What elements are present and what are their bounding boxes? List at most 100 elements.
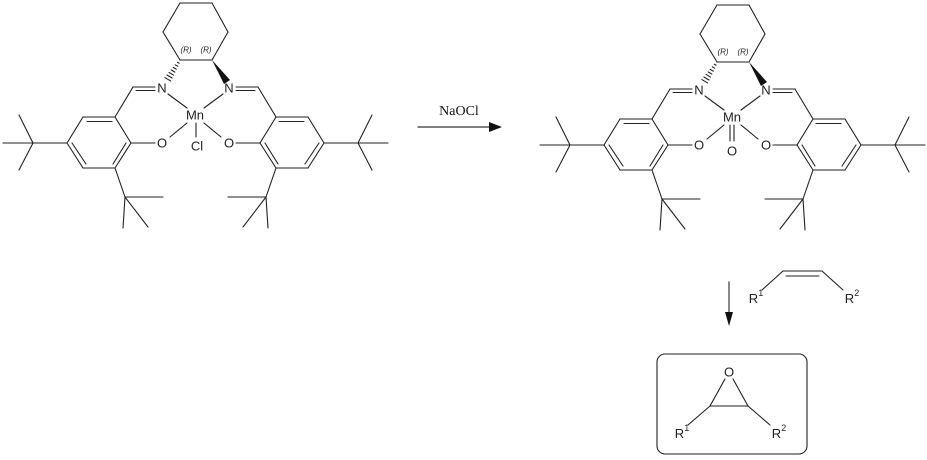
aromatic-double-bond bbox=[649, 144, 664, 167]
hashed-bond-segment bbox=[164, 77, 172, 82]
aromatic-bond bbox=[259, 142, 277, 169]
arrow-head-icon bbox=[489, 122, 502, 132]
aromatic-bond bbox=[603, 118, 621, 146]
bond bbox=[18, 114, 34, 144]
hashed-bond-segment bbox=[705, 73, 712, 78]
hashed-bond-segment bbox=[703, 76, 710, 81]
bond bbox=[357, 114, 373, 144]
bond bbox=[794, 88, 814, 120]
n-mn-bond bbox=[203, 93, 224, 109]
oxo-ligand: O bbox=[727, 144, 737, 159]
aromatic-bond bbox=[651, 144, 669, 171]
bond bbox=[651, 88, 671, 120]
aromatic-bond bbox=[66, 116, 84, 144]
bond bbox=[747, 405, 771, 426]
substituent-r1: R1 bbox=[749, 288, 763, 306]
cyclohexane-bond bbox=[162, 2, 181, 33]
aromatic-double-bond bbox=[801, 144, 816, 167]
hashed-bond-segment bbox=[166, 74, 173, 79]
bond bbox=[661, 198, 686, 230]
bond bbox=[761, 270, 784, 291]
cyclohexane-bond bbox=[699, 33, 718, 63]
arrow-head-icon bbox=[725, 312, 733, 326]
reaction-arrow-naocl: NaOCl bbox=[417, 104, 502, 132]
aromatic-bond bbox=[307, 116, 325, 144]
hashed-bond-segment bbox=[709, 68, 714, 72]
manganese-center: Mn bbox=[723, 110, 741, 125]
epoxide-product-box: O R1 R2 bbox=[656, 353, 808, 455]
bond bbox=[18, 142, 34, 171]
aromatic-bond bbox=[114, 116, 132, 144]
bond bbox=[124, 196, 149, 228]
bond bbox=[779, 198, 804, 230]
aromatic-bond bbox=[796, 118, 814, 146]
substituent-r2: R2 bbox=[845, 288, 859, 306]
bond bbox=[732, 378, 749, 407]
aromatic-double-bond bbox=[71, 142, 87, 165]
bond bbox=[894, 144, 910, 173]
bond bbox=[265, 167, 277, 198]
stereocenter-label: (R) bbox=[200, 46, 211, 55]
imine-nitrogen-right: N bbox=[224, 81, 233, 96]
aromatic-bond bbox=[114, 142, 132, 169]
cyclohexane-bond bbox=[748, 4, 766, 35]
n-mn-bond bbox=[167, 93, 188, 109]
hashed-bond-segment bbox=[713, 63, 717, 66]
aromatic-double-bond bbox=[304, 142, 320, 165]
aromatic-bond bbox=[651, 118, 669, 146]
bond bbox=[659, 198, 663, 231]
stereocenter-label: (R) bbox=[737, 48, 748, 57]
aromatic-double-bond bbox=[841, 144, 857, 167]
bond bbox=[651, 169, 663, 200]
hashed-bond-segment bbox=[174, 64, 179, 67]
aromatic-bond bbox=[66, 142, 84, 169]
manganese-center: Mn bbox=[186, 108, 204, 123]
bond bbox=[802, 198, 806, 231]
aromatic-bond bbox=[844, 144, 862, 171]
reagent-label: NaOCl bbox=[439, 104, 479, 119]
bond bbox=[709, 378, 726, 407]
imine-nitrogen-left: N bbox=[694, 83, 703, 98]
bond bbox=[802, 169, 814, 200]
aromatic-bond bbox=[796, 144, 814, 171]
imine-nitrogen-right: N bbox=[761, 83, 770, 98]
hashed-bond-segment bbox=[176, 61, 180, 64]
phenoxide-oxygen-left: O bbox=[694, 138, 704, 153]
cyclohexane-bond bbox=[211, 2, 229, 33]
imine-nitrogen-left: N bbox=[157, 81, 166, 96]
aromatic-bond bbox=[259, 116, 277, 144]
n-mn-bond bbox=[740, 95, 761, 111]
bond bbox=[114, 86, 134, 118]
bond bbox=[122, 196, 126, 229]
aromatic-bond bbox=[844, 118, 862, 146]
hashed-bond-segment bbox=[711, 66, 716, 69]
bond bbox=[687, 405, 711, 426]
hashed-bond-segment bbox=[170, 69, 176, 73]
substituent-r1: R1 bbox=[675, 423, 689, 441]
bond bbox=[821, 270, 844, 291]
aromatic-bond bbox=[603, 144, 621, 171]
o-mn-bond bbox=[203, 122, 222, 138]
epoxide-oxygen: O bbox=[724, 365, 734, 380]
n-mn-bond bbox=[704, 95, 725, 111]
hashed-bond-segment bbox=[172, 66, 177, 70]
chloride-ligand: Cl bbox=[191, 139, 203, 154]
aromatic-double-bond bbox=[608, 144, 624, 167]
bond bbox=[555, 116, 571, 146]
cyclohexane-bond bbox=[162, 31, 181, 61]
bond bbox=[555, 144, 571, 173]
phenoxide-oxygen-left: O bbox=[157, 136, 167, 151]
wedge-bond bbox=[212, 60, 230, 84]
hashed-bond-segment bbox=[701, 79, 709, 84]
aromatic-double-bond bbox=[264, 142, 279, 165]
bond bbox=[265, 196, 269, 229]
reaction-arrow-down bbox=[725, 281, 733, 326]
cyclohexane-bond bbox=[211, 31, 229, 61]
alkene-substrate: R1 R2 bbox=[749, 270, 859, 306]
cyclohexane-bond bbox=[748, 33, 766, 63]
hashed-bond-segment bbox=[168, 71, 175, 76]
stereocenter-label: (R) bbox=[180, 46, 191, 55]
